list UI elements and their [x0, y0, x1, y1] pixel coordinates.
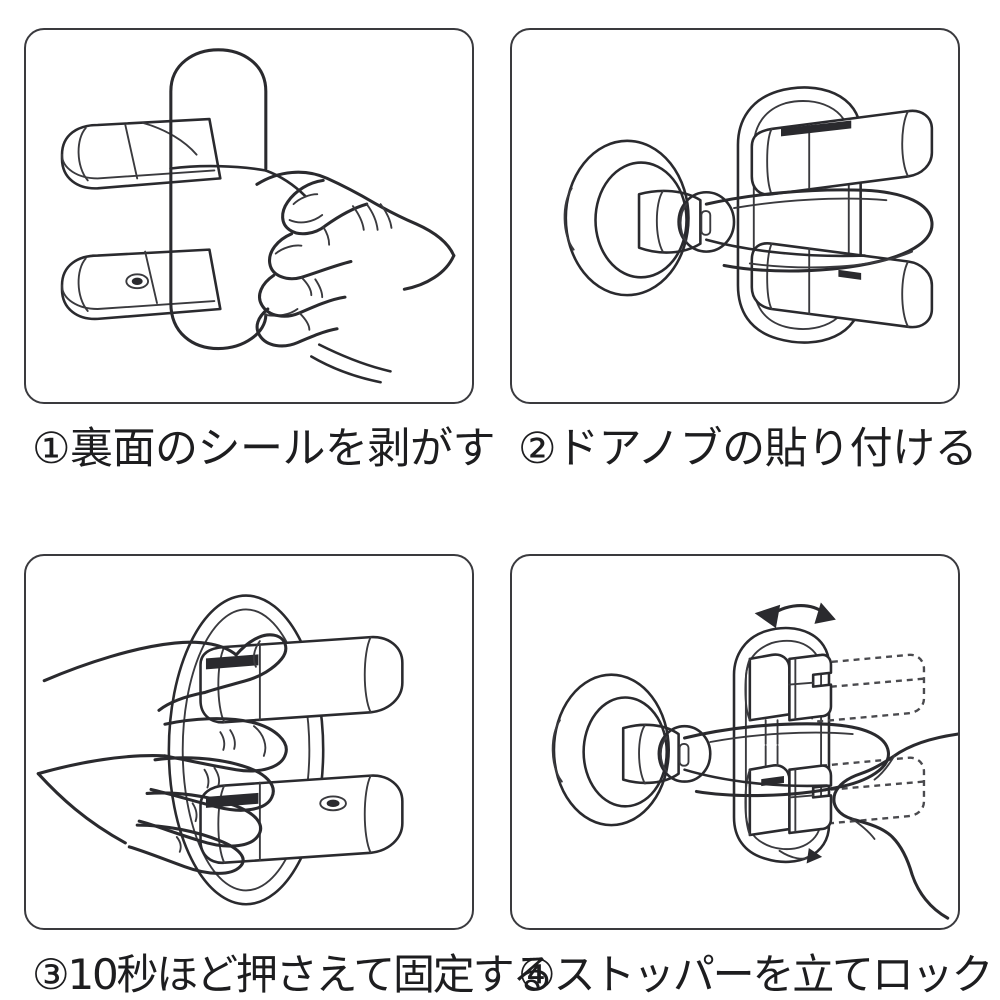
step-3: ③10秒ほど押さえて固定する [24, 554, 554, 999]
step-1-caption: ①裏面のシールを剥がす [32, 424, 496, 474]
raise-stopper-to-lock-illustration [551, 602, 958, 920]
step-3-panel [24, 554, 474, 930]
step-2-panel [510, 28, 960, 404]
step-2-caption: ②ドアノブの貼り付ける [518, 424, 978, 474]
press-ten-seconds-illustration [36, 594, 404, 906]
step-4: ④ストッパーを立てロック [510, 554, 993, 999]
step-4-caption: ④ストッパーを立てロック [518, 950, 993, 999]
attach-to-door-lever-illustration [563, 86, 934, 344]
step-1-panel [24, 28, 474, 404]
step-1: ①裏面のシールを剥がす [24, 28, 496, 474]
peel-adhesive-seal-illustration [60, 48, 456, 384]
step-4-panel [510, 554, 960, 930]
step-2: ②ドアノブの貼り付ける [510, 28, 978, 474]
step-3-caption: ③10秒ほど押さえて固定する [32, 950, 554, 999]
